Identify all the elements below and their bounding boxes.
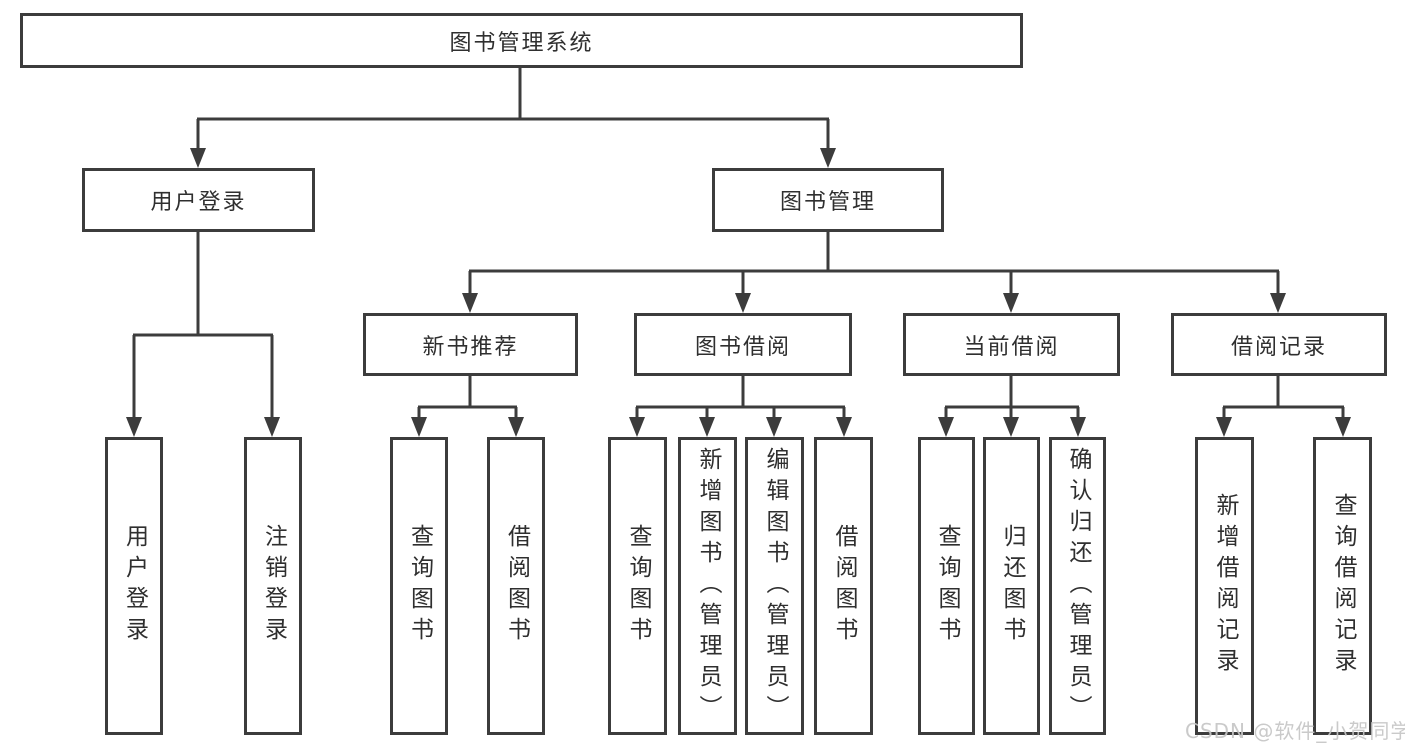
node-book-management: 图书管理 [712,168,944,232]
leaf-query-borrow-record: 查询借阅记录 [1313,437,1372,735]
leaf-label: 新增借阅记录 [1212,493,1238,679]
leaf-confirm-return-admin: 确认归还（管理员） [1049,437,1106,735]
leaf-user-login: 用户登录 [105,437,163,735]
leaf-label: 编辑图书（管理员） [762,446,788,726]
leaf-label: 注销登录 [260,524,287,648]
leaf-borrowing-query-books: 查询图书 [608,437,667,735]
leaf-label: 用户登录 [121,524,148,648]
node-label: 新书推荐 [422,334,519,360]
node-borrowing-records: 借阅记录 [1171,313,1387,376]
leaf-return-books: 归还图书 [983,437,1040,735]
leaf-edit-books-admin: 编辑图书（管理员） [745,437,804,735]
leaf-label: 查询图书 [625,524,651,648]
node-current-borrowing: 当前借阅 [903,313,1120,376]
leaf-label: 借阅图书 [503,524,530,648]
csdn-watermark: CSDN @软件_小贺同学 [1185,719,1405,743]
leaf-recommend-borrow-books: 借阅图书 [487,437,545,735]
leaf-current-query-books: 查询图书 [918,437,975,735]
node-label: 用户登录 [150,190,247,215]
node-label: 图书管理系统 [449,30,594,56]
leaf-add-books-admin: 新增图书（管理员） [678,437,737,735]
leaf-label: 归还图书 [999,524,1025,648]
node-user-login: 用户登录 [82,168,315,232]
node-new-book-recommendation: 新书推荐 [363,313,578,376]
leaf-logout: 注销登录 [244,437,302,735]
node-label: 当前借阅 [963,334,1060,360]
node-label: 图书借阅 [694,334,791,360]
node-library-management-system: 图书管理系统 [20,13,1023,68]
leaf-borrowing-borrow-books: 借阅图书 [814,437,873,735]
leaf-label: 确认归还（管理员） [1065,446,1091,726]
leaf-add-borrow-record: 新增借阅记录 [1195,437,1254,735]
node-label: 借阅记录 [1230,334,1327,360]
node-book-borrowing: 图书借阅 [634,313,852,376]
leaf-label: 查询图书 [406,524,433,648]
leaf-label: 查询图书 [934,524,960,648]
leaf-label: 借阅图书 [831,524,857,648]
leaf-label: 新增图书（管理员） [695,446,721,726]
leaf-label: 查询借阅记录 [1330,493,1356,679]
leaf-recommend-query-books: 查询图书 [390,437,448,735]
node-label: 图书管理 [779,190,876,215]
arrowheads [126,148,1351,437]
